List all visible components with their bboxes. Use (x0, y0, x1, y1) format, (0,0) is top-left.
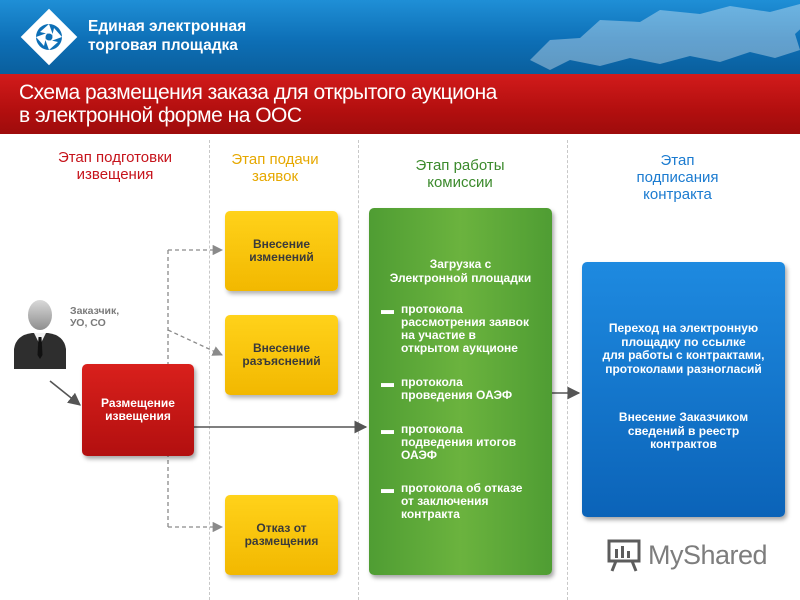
stage-header-line: подписания (636, 169, 719, 186)
protocol-item: ▬ протокола рассмотрения заявок на участ… (381, 303, 546, 355)
cancel-placement-box: Отказ от размещения (225, 495, 338, 575)
box-line: площадку по ссылке (621, 334, 746, 349)
stage-header-line: Этап подачи (231, 151, 319, 168)
box-line: Отказ от (256, 521, 307, 535)
arrow-customer-to-placement (49, 380, 81, 406)
stage-header-line: Этап подготовки (57, 149, 173, 166)
stage-header-commission: Этап работы комиссии (385, 157, 535, 191)
box-line: Загрузка с (429, 257, 492, 271)
clarifications-box: Внесение разъяснений (225, 315, 338, 395)
stage-header-line: извещения (76, 166, 154, 183)
stage-divider (567, 140, 568, 600)
changes-box: Внесение изменений (225, 211, 338, 291)
commission-box: Загрузка с Электронной площадки ▬ проток… (369, 208, 552, 575)
stage-divider (209, 140, 210, 600)
stage-header-line: заявок (251, 168, 299, 185)
item-line: ОАЭФ (401, 448, 438, 462)
bullet-dash: ▬ (381, 302, 394, 317)
item-line: подведения итогов (401, 435, 517, 449)
item-line: рассмотрения заявок (401, 315, 529, 329)
stage-header-preparation: Этап подготовки извещения (40, 149, 190, 183)
item-line: протокола (401, 375, 463, 389)
russia-map-icon (530, 4, 800, 70)
brand-line-1: Единая электронная (88, 18, 247, 35)
contract-text-2: Внесение Заказчиком сведений в реестр ко… (587, 410, 780, 452)
box-line: Электронной площадки (389, 271, 532, 285)
customer-label: Заказчик, УО, СО (70, 305, 119, 329)
page-title: Схема размещения заказа для открытого ау… (19, 81, 497, 127)
box-line: Внесение (252, 341, 311, 355)
box-line: контрактов (650, 437, 717, 451)
customer-label-line: УО, СО (70, 317, 106, 329)
item-line: открытом аукционе (401, 341, 518, 355)
item-line: протокола (401, 422, 463, 436)
item-line: на участие в (401, 328, 476, 342)
title-line-1: Схема размещения заказа для открытого ау… (19, 81, 497, 104)
bullet-dash: ▬ (381, 422, 394, 437)
stage-header-contract: Этап подписания контракта (605, 152, 750, 203)
stage-header-line: Этап работы (415, 157, 505, 174)
stage-header-line: контракта (643, 186, 712, 203)
brand-name: Единая электронная торговая площадка (88, 17, 246, 55)
box-line: сведений в реестр (627, 423, 740, 438)
protocol-item: ▬ протокола подведения итогов ОАЭФ (381, 423, 546, 462)
stage-header-submission: Этап подачи заявок (210, 151, 340, 185)
box-line: изменений (249, 250, 314, 264)
title-line-2: в электронной форме на ООС (19, 104, 302, 127)
protocol-item: ▬ протокола об отказе от заключения конт… (381, 482, 546, 521)
box-line: Размещение (101, 396, 175, 410)
brand-line-2: торговая площадка (88, 37, 238, 54)
placement-notice-box: Размещение извещения (82, 364, 194, 456)
box-line: извещения (105, 409, 171, 423)
contract-box: Переход на электронную площадку по ссылк… (582, 262, 785, 517)
presentation-board-icon (607, 539, 641, 572)
stage-divider (358, 140, 359, 600)
box-line: Внесение (252, 237, 311, 251)
stage-header-line: комиссии (427, 174, 493, 191)
box-line: размещения (244, 534, 319, 548)
item-line: контракта (401, 507, 460, 521)
customer-label-line: Заказчик, (70, 305, 120, 317)
item-line: протокола об отказе (401, 481, 523, 495)
dashed-arrow-to-clarifications (167, 329, 223, 356)
item-line: протокола (401, 302, 463, 316)
commission-heading: Загрузка с Электронной площадки (379, 257, 542, 285)
stage-header-line: Этап (660, 152, 695, 169)
contract-text-1: Переход на электронную площадку по ссылк… (587, 321, 780, 376)
box-line: Переход на электронную (608, 321, 759, 335)
item-line: проведения ОАЭФ (401, 388, 513, 402)
protocol-item: ▬ протокола проведения ОАЭФ (381, 376, 546, 402)
bullet-dash: ▬ (381, 375, 394, 390)
box-line: разъяснений (242, 354, 321, 368)
etp-logo-icon (20, 8, 78, 66)
myshared-watermark: MyShared (606, 535, 776, 575)
item-line: от заключения (401, 494, 489, 508)
box-line: для работы с контрактами, (602, 348, 765, 362)
watermark-text: MyShared (648, 540, 768, 570)
title-band: Схема размещения заказа для открытого ау… (0, 74, 800, 134)
box-line: Внесение Заказчиком (618, 410, 749, 424)
box-line: протоколами разногласий (605, 361, 762, 376)
header-bar: Единая электронная торговая площадка (0, 0, 800, 74)
bullet-dash: ▬ (381, 481, 394, 496)
person-icon (14, 300, 66, 369)
